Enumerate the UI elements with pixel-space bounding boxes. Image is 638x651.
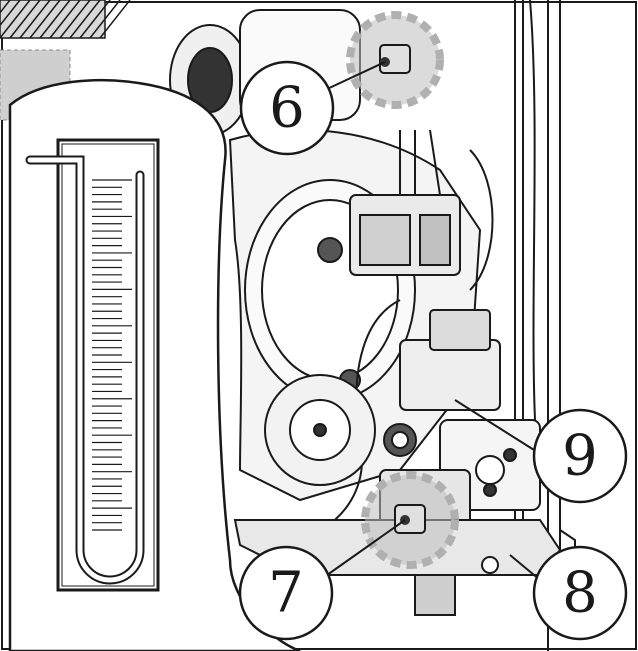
hatch-line <box>89 0 121 39</box>
hatch-line <box>0 0 11 14</box>
hatch-line <box>9 0 41 39</box>
highlight-test-point-7 <box>361 471 459 569</box>
callout-6: 6 <box>239 60 335 156</box>
hatch-line <box>99 0 131 39</box>
hatch-line <box>0 0 21 27</box>
svg-text:6: 6 <box>269 76 305 141</box>
callout-7: 7 <box>238 545 334 641</box>
callout-9: 9 <box>532 408 628 504</box>
manometer <box>25 138 160 592</box>
hatch-line <box>39 0 71 39</box>
leader-lines <box>319 61 543 581</box>
hatch-line <box>69 0 101 39</box>
svg-text:8: 8 <box>562 561 598 626</box>
hatch-line <box>0 0 31 39</box>
callout-8: 8 <box>532 545 628 641</box>
fan-wheel <box>264 374 376 486</box>
hatch-line <box>79 0 111 39</box>
top-pipe <box>0 0 131 39</box>
hatch-line <box>59 0 91 39</box>
manometer-scale <box>92 179 132 531</box>
hatch-line <box>19 0 51 39</box>
highlight-test-point-6 <box>346 11 444 109</box>
hatch-line <box>29 0 61 39</box>
svg-text:7: 7 <box>268 561 304 626</box>
control-module <box>349 194 461 276</box>
hatch-line <box>49 0 81 39</box>
svg-text:9: 9 <box>562 424 598 489</box>
